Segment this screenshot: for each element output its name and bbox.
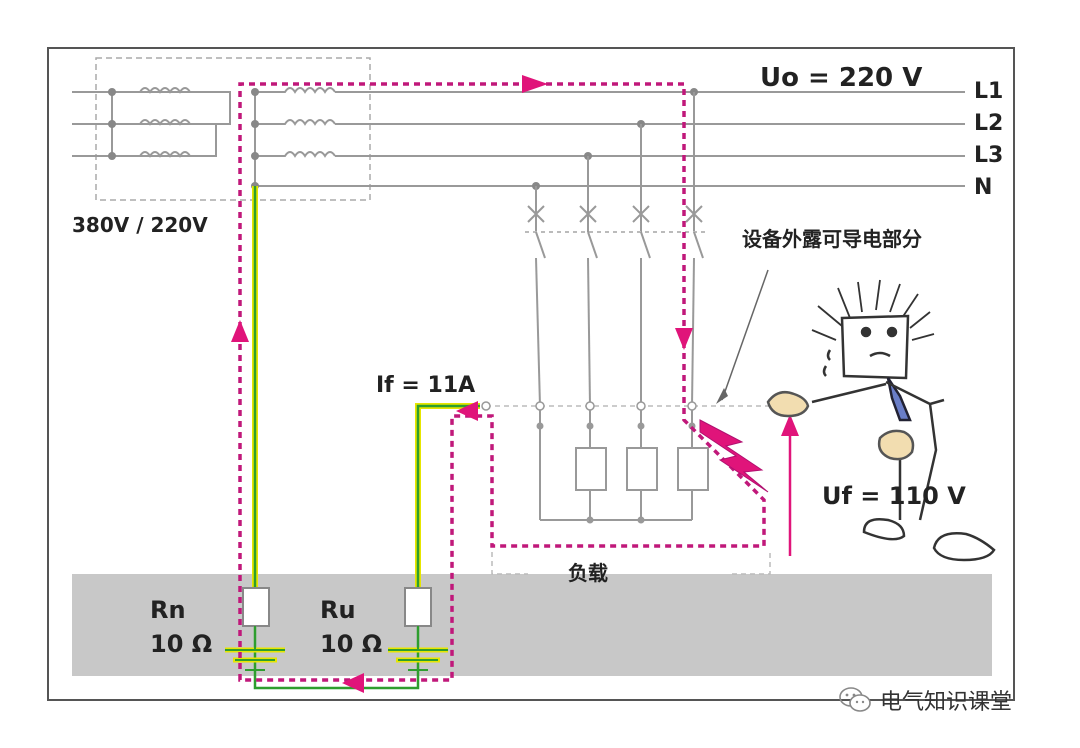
uf-arrow-head [781, 414, 799, 436]
ru-label: Ru [320, 596, 356, 624]
primary-windings [72, 87, 231, 158]
load-terminals [481, 401, 697, 411]
n-label: N [974, 175, 992, 200]
load-enclosure [486, 405, 771, 575]
transformer-label: 380V / 220V [72, 213, 208, 237]
if-current-label: If = 11A [376, 373, 475, 398]
fault-spark [699, 419, 769, 493]
pointer-head [716, 388, 728, 404]
load-resistors [539, 406, 709, 521]
breaker-switches [525, 92, 705, 407]
exposed-part-label: 设备外露可导电部分 [742, 227, 922, 251]
l3-label: L3 [974, 143, 1003, 168]
load-label: 负载 [568, 561, 608, 585]
rn-label: Rn [150, 596, 186, 624]
uo-label: Uo = 220 V [760, 63, 922, 93]
wechat-icon [839, 687, 871, 712]
l1-label: L1 [974, 79, 1003, 104]
secondary-windings [254, 87, 336, 186]
watermark: 电气知识课堂 [838, 682, 1012, 718]
pointer-line [721, 269, 769, 401]
load-nodes [536, 422, 696, 524]
direction-arrows [231, 75, 693, 693]
uf-voltage-label: Uf = 110 V [822, 482, 966, 510]
person-icon [766, 279, 996, 562]
ground-band [72, 574, 992, 676]
pe-conductors [252, 186, 480, 690]
ru-value: 10 Ω [320, 630, 382, 658]
watermark-text: 电气知识课堂 [880, 690, 1013, 715]
earth-symbols [225, 626, 448, 671]
transformer-box [95, 57, 371, 201]
l2-label: L2 [974, 111, 1003, 136]
rn-value: 10 Ω [150, 630, 212, 658]
bus-lines [255, 91, 965, 187]
